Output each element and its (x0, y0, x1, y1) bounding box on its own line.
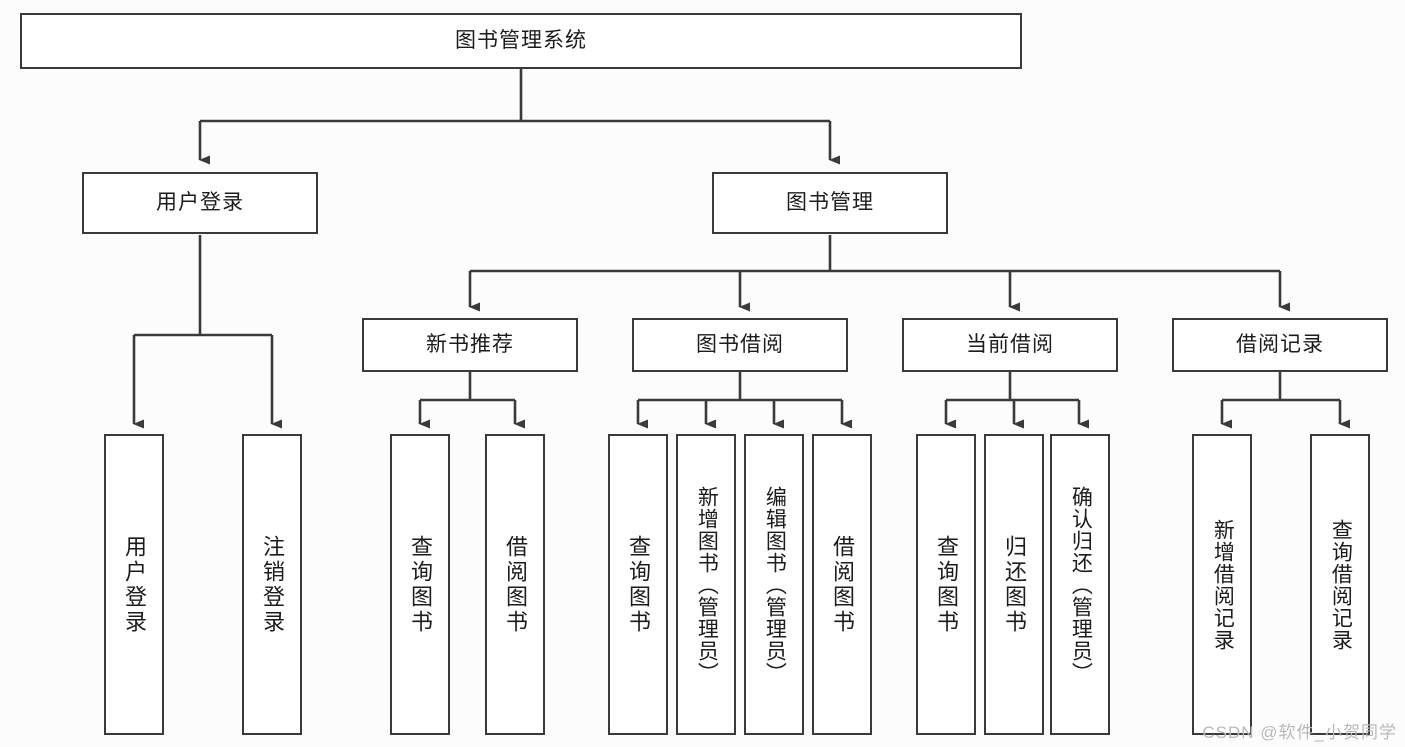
node-label: 用户登录 (121, 534, 147, 635)
node-label: 用户登录 (156, 190, 244, 214)
csdn-watermark: CSDN @软件_小贺同学 (1202, 723, 1397, 742)
node-borrow-record[interactable]: 借阅记录 (1172, 318, 1388, 372)
node-label: 归还图书 (1001, 534, 1027, 635)
node-label: 编辑图书（管理员） (763, 485, 787, 684)
node-label: 当前借阅 (966, 332, 1054, 356)
node-label: 图书借阅 (696, 332, 784, 356)
leaf-add-book-admin[interactable]: 新增图书（管理员） (676, 434, 736, 735)
node-root-system[interactable]: 图书管理系统 (20, 13, 1022, 69)
leaf-confirm-return-admin[interactable]: 确认归还（管理员） (1050, 434, 1110, 735)
leaf-query-borrow-record[interactable]: 查询借阅记录 (1310, 434, 1370, 735)
node-label: 新书推荐 (426, 332, 514, 356)
node-label: 新增借阅记录 (1211, 518, 1235, 651)
node-label: 查询图书 (407, 534, 433, 635)
node-new-book-recommend[interactable]: 新书推荐 (362, 318, 578, 372)
node-label: 借阅记录 (1236, 332, 1324, 356)
leaf-user-login[interactable]: 用户登录 (104, 434, 164, 735)
leaf-user-logout[interactable]: 注销登录 (242, 434, 302, 735)
leaf-return-book[interactable]: 归还图书 (984, 434, 1044, 735)
leaf-query-book-current[interactable]: 查询图书 (916, 434, 976, 735)
leaf-borrow-book[interactable]: 借阅图书 (812, 434, 872, 735)
node-label: 新增图书（管理员） (695, 485, 719, 684)
node-label: 借阅图书 (502, 534, 528, 635)
leaf-borrow-book-recommend[interactable]: 借阅图书 (485, 434, 545, 735)
leaf-query-book-recommend[interactable]: 查询图书 (390, 434, 450, 735)
node-label: 查询图书 (933, 534, 959, 635)
node-label: 确认归还（管理员） (1069, 485, 1093, 684)
node-user-login[interactable]: 用户登录 (82, 172, 318, 234)
leaf-query-book-borrow[interactable]: 查询图书 (608, 434, 668, 735)
node-current-borrow[interactable]: 当前借阅 (902, 318, 1118, 372)
leaf-edit-book-admin[interactable]: 编辑图书（管理员） (744, 434, 804, 735)
node-label: 图书管理 (786, 190, 874, 214)
node-label: 查询图书 (625, 534, 651, 635)
node-label: 图书管理系统 (455, 28, 587, 52)
node-book-borrow[interactable]: 图书借阅 (632, 318, 848, 372)
node-book-management[interactable]: 图书管理 (712, 172, 948, 234)
leaf-add-borrow-record[interactable]: 新增借阅记录 (1192, 434, 1252, 735)
node-label: 借阅图书 (829, 534, 855, 635)
node-label: 查询借阅记录 (1329, 518, 1353, 651)
node-label: 注销登录 (259, 534, 285, 635)
